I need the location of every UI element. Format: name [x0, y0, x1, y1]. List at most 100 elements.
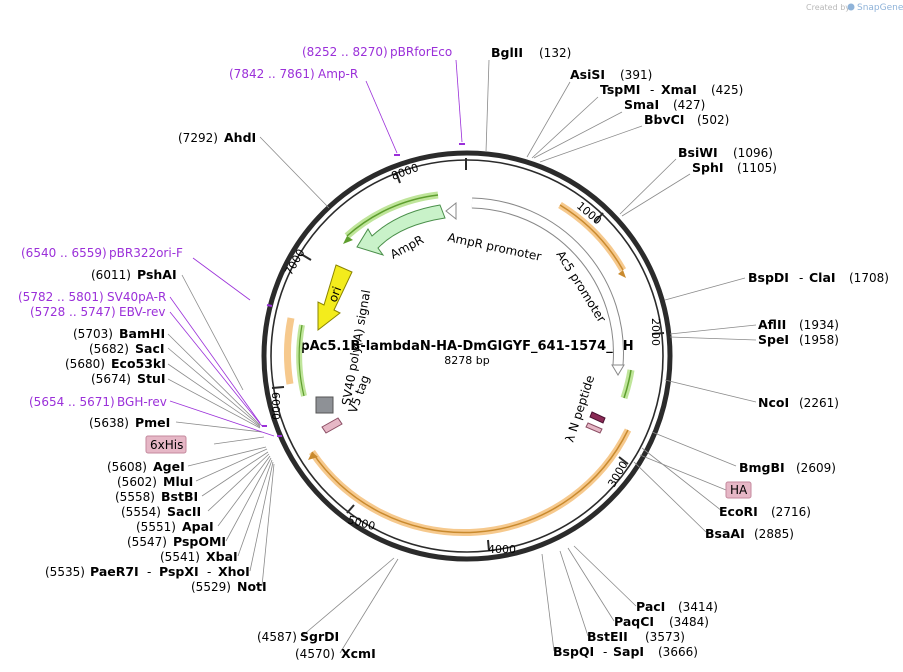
- site-name-2: ClaI: [809, 270, 836, 285]
- site-position: (3573): [645, 630, 685, 644]
- site-asisi[interactable]: AsiSI (391): [570, 67, 652, 82]
- site-pspomi[interactable]: (5547) PspOMI: [127, 534, 226, 549]
- ampr-promoter-label: AmpR promoter: [446, 230, 542, 264]
- site-name: BstBI: [161, 489, 198, 504]
- site-paer7i-pspxi-xhoi[interactable]: (5535) PaeR7I - PspXI - XhoI: [45, 564, 250, 579]
- feature-6xhis-tag[interactable]: 6xHis: [145, 435, 187, 454]
- primer-ebv-rev[interactable]: (5728 .. 5747) EBV-rev: [30, 305, 165, 319]
- site-name: AflII: [758, 317, 786, 332]
- site-name: SmaI: [624, 97, 659, 112]
- site-bsteii[interactable]: BstEII (3573): [587, 629, 685, 644]
- site-name: AgeI: [153, 459, 185, 474]
- site-apai[interactable]: (5551) ApaI: [136, 519, 214, 534]
- site-position: (5682): [89, 342, 129, 356]
- site-bsiwi[interactable]: BsiWI (1096): [678, 145, 773, 160]
- site-smai[interactable]: SmaI (427): [624, 97, 705, 112]
- tick-4000: [487, 539, 490, 552]
- primer-bgh-rev[interactable]: (5654 .. 5671) BGH-rev: [29, 395, 167, 409]
- site-name-2: PspXI: [159, 564, 199, 579]
- site-separator: -: [207, 565, 211, 579]
- primer-amp-r[interactable]: (7842 .. 7861) Amp-R: [229, 67, 358, 81]
- tick-2000: [651, 332, 665, 335]
- ha-tag-badge: [725, 481, 752, 499]
- site-name-3: XhoI: [218, 564, 250, 579]
- site-name: NotI: [237, 579, 267, 594]
- site-bspdi-clai[interactable]: BspDI - ClaI (1708): [748, 270, 889, 285]
- site-pmei[interactable]: (5638) PmeI: [89, 415, 170, 430]
- site-stui[interactable]: (5674) StuI: [91, 371, 166, 386]
- site-agei[interactable]: (5608) AgeI: [107, 459, 185, 474]
- site-bspqi-sapi[interactable]: BspQI - SapI (3666): [553, 644, 698, 659]
- site-name: PshAI: [137, 267, 177, 282]
- site-tspmi-xmai[interactable]: TspMI - XmaI (425): [600, 82, 743, 97]
- site-spei[interactable]: SpeI (1958): [758, 332, 839, 347]
- site-name: BbvCI: [644, 112, 684, 127]
- tick-label-2000: 2000: [649, 318, 662, 346]
- site-name: BsiWI: [678, 145, 718, 160]
- site-bsaai[interactable]: BsaAI (2885): [705, 526, 794, 541]
- tick-1000: [594, 212, 604, 223]
- primer-pbrforeco[interactable]: (8252 .. 8270) pBRforEco: [302, 45, 452, 59]
- credit-brand: SnapGene: [857, 3, 903, 13]
- site-position: (2261): [799, 396, 839, 410]
- primer-pbr322ori-f[interactable]: (6540 .. 6559) pBR322ori-F: [21, 246, 183, 260]
- site-position: (391): [620, 68, 652, 82]
- lambda-n-label: λ N peptide: [563, 374, 598, 444]
- site-pshai[interactable]: (6011) PshAI: [91, 267, 177, 282]
- site-ncoi[interactable]: NcoI (2261): [758, 395, 839, 410]
- site-position: (1934): [799, 318, 839, 332]
- site-ecori[interactable]: EcoRI (2716): [719, 504, 811, 519]
- site-bstbi[interactable]: (5558) BstBI: [115, 489, 198, 504]
- site-position: (5529): [191, 580, 231, 594]
- site-ahdi[interactable]: (7292) AhdI: [178, 130, 256, 145]
- site-paqci[interactable]: PaqCI (3484): [614, 614, 709, 629]
- site-position: (1096): [733, 146, 773, 160]
- site-aflii[interactable]: AflII (1934): [758, 317, 839, 332]
- primer-name: BGH-rev: [117, 395, 167, 409]
- feature-ha-tag[interactable]: HA: [725, 481, 752, 499]
- primer-name: EBV-rev: [119, 305, 165, 319]
- site-noti[interactable]: (5529) NotI: [191, 579, 267, 594]
- site-sacii[interactable]: (5554) SacII: [121, 504, 201, 519]
- site-bglii[interactable]: BglII (132): [491, 45, 571, 60]
- site-eco53ki[interactable]: (5680) Eco53kI: [65, 356, 166, 371]
- site-sgrdi[interactable]: (4587) SgrDI: [257, 629, 339, 644]
- primer-sv40pa-r[interactable]: (5782 .. 5801) SV40pA-R: [18, 290, 166, 304]
- site-position: (5674): [91, 372, 131, 386]
- site-saci[interactable]: (5682) SacI: [89, 341, 165, 356]
- site-name: SacI: [135, 341, 165, 356]
- site-bmgbi[interactable]: BmgBI (2609): [739, 460, 836, 475]
- ampr-promoter-arrow: [445, 201, 457, 221]
- site-position: (2609): [796, 461, 836, 475]
- tick-marks: [271, 158, 665, 552]
- site-mlui[interactable]: (5602) MluI: [117, 474, 193, 489]
- site-position: (5551): [136, 520, 176, 534]
- site-position: (1958): [799, 333, 839, 347]
- site-position: (5602): [117, 475, 157, 489]
- site-position: (3666): [658, 645, 698, 659]
- primer-range: (8252 .. 8270): [302, 45, 388, 59]
- site-name: SgrDI: [300, 629, 339, 644]
- primer-name: pBR322ori-F: [109, 246, 183, 260]
- ha-tag-label: HA: [730, 483, 748, 497]
- ampr-label: AmpR: [388, 232, 426, 261]
- v5-tag-box: [321, 417, 343, 434]
- site-paci[interactable]: PacI (3414): [636, 599, 718, 614]
- tick-label-6000: 6000: [269, 392, 282, 420]
- primer-name: pBRforEco: [390, 45, 452, 59]
- site-bamhi[interactable]: (5703) BamHI: [73, 326, 165, 341]
- site-name: PspOMI: [173, 534, 226, 549]
- site-name: MluI: [163, 474, 193, 489]
- site-position: (4570): [295, 647, 335, 661]
- site-xbai[interactable]: (5541) XbaI: [160, 549, 238, 564]
- site-sphi[interactable]: SphI (1105): [692, 160, 777, 175]
- site-xcmi[interactable]: (4570) XcmI: [295, 646, 376, 661]
- plasmid-length: 8278 bp: [444, 354, 489, 367]
- site-name: SpeI: [758, 332, 789, 347]
- site-name: BsaAI: [705, 526, 745, 541]
- ha-small-box: [585, 422, 603, 434]
- site-bbvci[interactable]: BbvCI (502): [644, 112, 729, 127]
- primer-leader-lines: [169, 59, 463, 437]
- site-position: (5554): [121, 505, 161, 519]
- site-name: SacII: [167, 504, 201, 519]
